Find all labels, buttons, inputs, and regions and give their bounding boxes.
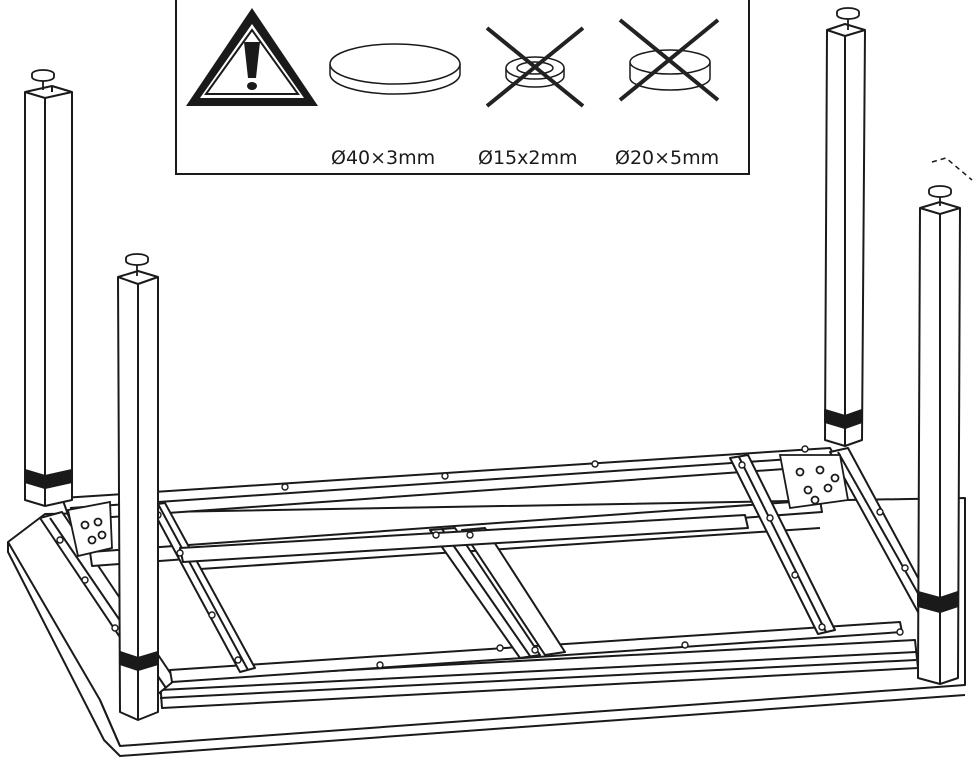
leg-front-right	[917, 201, 961, 685]
pad-front-right	[928, 185, 952, 206]
pad-back-left	[31, 69, 55, 90]
leg-back-left	[24, 85, 73, 507]
warning-panel: Ø40×3mm Ø15x2mm Ø20×5mm	[175, 0, 750, 175]
leg-back-right	[824, 23, 866, 447]
pad-front-left	[125, 253, 149, 276]
pad-size-label-15x2: Ø15x2mm	[478, 147, 577, 169]
leg-front-left	[117, 270, 159, 721]
pad-size-label-40x3: Ø40×3mm	[331, 147, 435, 169]
corner-brackets	[66, 454, 850, 558]
pad-size-label-20x5: Ø20×5mm	[615, 147, 719, 169]
leader-dashed-line	[931, 157, 973, 181]
cross-bars	[149, 454, 836, 673]
large-flat-pad-icon	[329, 43, 461, 95]
crossed-out-small-pad-icon	[485, 26, 585, 108]
crossed-out-thick-pad-icon	[618, 18, 720, 102]
pad-back-right	[836, 7, 860, 30]
warning-triangle-exclamation-icon	[186, 8, 318, 106]
